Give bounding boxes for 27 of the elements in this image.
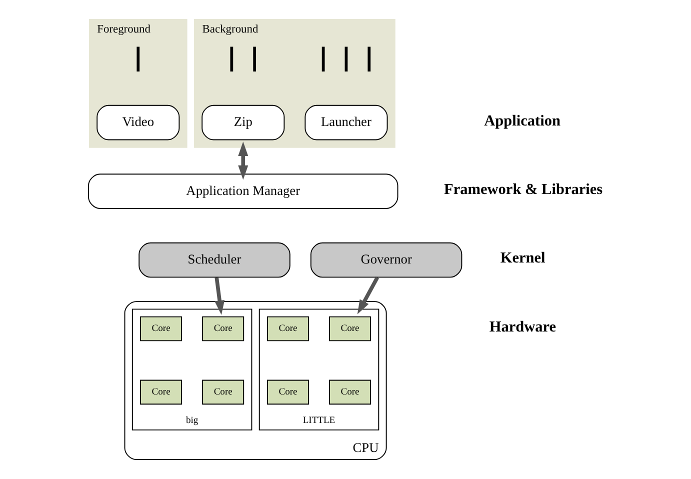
node-box: Scheduler [138, 242, 290, 278]
node-box: Core [202, 380, 244, 405]
label: Framework & Libraries [444, 180, 603, 198]
node-box: Core [140, 316, 182, 342]
node-box: Application Manager [88, 174, 398, 209]
node-box: Core [267, 316, 309, 342]
node-squiggle [230, 46, 234, 72]
node-squiggle [322, 46, 325, 72]
node-box: Core [267, 380, 309, 405]
node-box: Core [140, 380, 182, 405]
node-box: Launcher [304, 104, 388, 140]
label: Application [484, 112, 560, 130]
arrow [238, 142, 248, 180]
node-box: Core [329, 380, 372, 405]
node-squiggle [136, 46, 140, 72]
node-box: Video [96, 104, 180, 140]
label: Hardware [489, 318, 556, 336]
node-box: Zip [202, 104, 285, 140]
arrow [214, 277, 225, 315]
node-squiggle [368, 46, 371, 72]
node-squiggle [344, 46, 348, 72]
label: Kernel [500, 250, 546, 267]
arrow [357, 276, 380, 314]
node-box: Core [202, 316, 244, 342]
node-box: Governor [310, 242, 462, 278]
node-box: Core [329, 316, 372, 342]
node-squiggle [253, 46, 256, 72]
